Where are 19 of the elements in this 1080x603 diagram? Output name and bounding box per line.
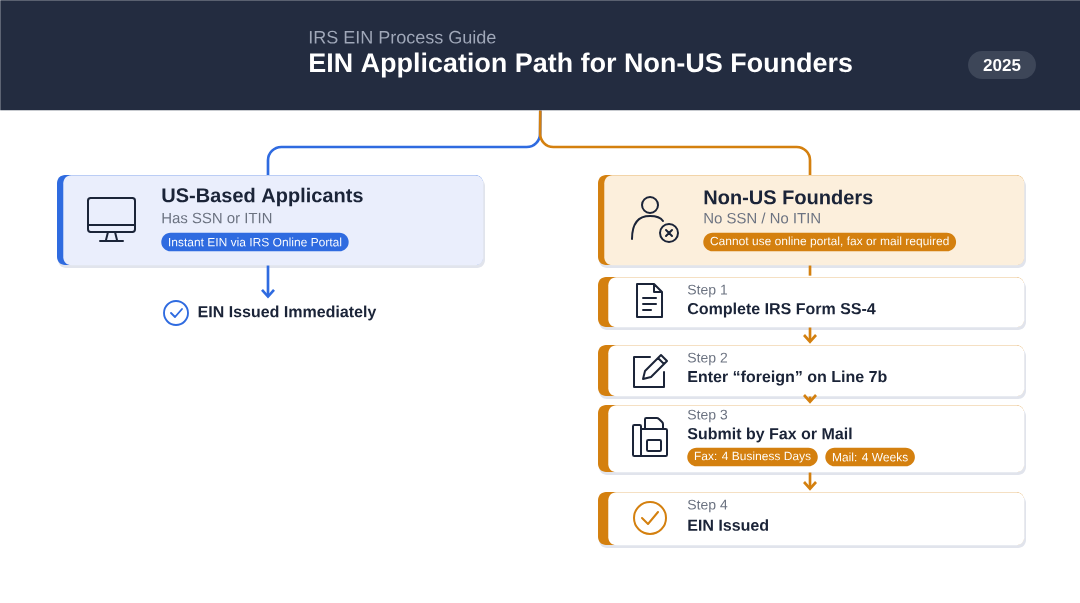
card-subheading: Has SSN or ITIN [162, 212, 272, 224]
step-title: EIN Issued [688, 519, 768, 531]
step-title: Enter “foreign” on Line 7b [688, 370, 887, 386]
header-subtitle: IRS EIN Process Guide [309, 30, 496, 44]
step-label: Step 4 [687, 499, 728, 513]
year-badge: 2025 [968, 51, 1036, 79]
result-text: EIN Issued Immediately [198, 305, 377, 321]
card-heading: US-Based Applicants [162, 187, 363, 207]
step-label: Step 3 [687, 409, 728, 423]
step-label: Step 2 [687, 352, 727, 366]
card-subheading: No SSN / No ITIN [704, 212, 820, 224]
step-label: Step 1 [687, 284, 728, 298]
step-title: Complete IRS Form SS-4 [687, 302, 876, 318]
connector-arrow [803, 472, 817, 491]
header-title: EIN Application Path for Non-US Founders [310, 52, 852, 78]
connector-arrow [261, 265, 275, 299]
card-heading: Non-US Founders [704, 189, 873, 205]
connector-arrow [803, 327, 817, 344]
step-title: Submit by Fax or Mail [687, 427, 852, 443]
